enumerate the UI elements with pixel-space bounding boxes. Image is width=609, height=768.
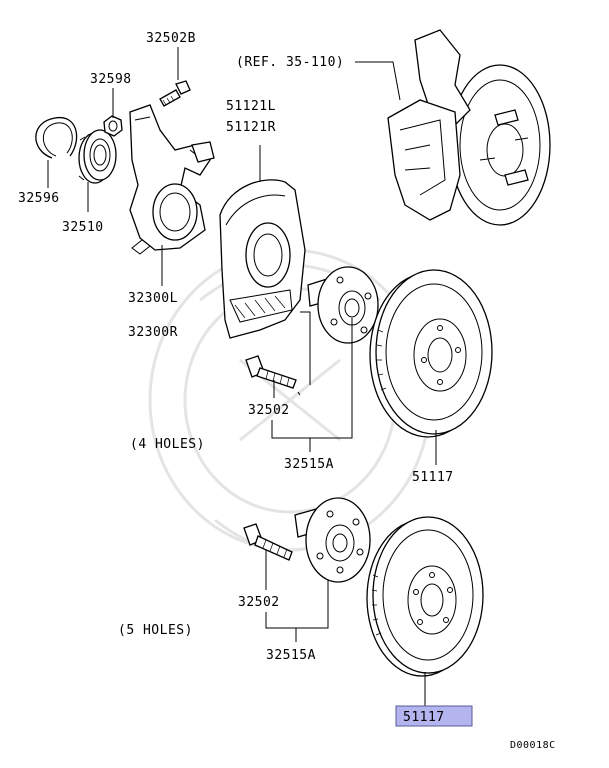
label-4-holes: (4 HOLES) [130, 437, 205, 452]
label-32598[interactable]: 32598 [90, 72, 132, 87]
brake-disc-icon[interactable] [366, 516, 484, 677]
label-32515a-top[interactable]: 32515A [284, 457, 334, 472]
label-32300r[interactable]: 32300R [128, 325, 178, 340]
label-51117-bottom-highlighted[interactable]: 51117 [403, 710, 445, 725]
brake-disc-icon[interactable] [369, 269, 493, 438]
bolt-icon[interactable] [159, 80, 191, 107]
label-5-holes: (5 HOLES) [118, 623, 193, 638]
nut-icon[interactable] [103, 115, 123, 137]
leader-lines [47, 47, 437, 706]
label-ref-35-110[interactable]: (REF. 35-110) [236, 55, 344, 70]
label-32515a-bottom[interactable]: 32515A [266, 648, 316, 663]
wheel-hub-icon[interactable] [294, 497, 371, 583]
label-32502b[interactable]: 32502B [146, 31, 196, 46]
hub-stud-icon[interactable] [243, 523, 293, 561]
dust-shield-icon[interactable] [219, 179, 306, 339]
label-32502-top[interactable]: 32502 [248, 403, 290, 418]
label-32596[interactable]: 32596 [18, 191, 60, 206]
hub-stud-icon[interactable] [245, 355, 297, 389]
label-32300l[interactable]: 32300L [128, 291, 178, 306]
label-51121r[interactable]: 51121R [226, 120, 276, 135]
label-32510[interactable]: 32510 [62, 220, 104, 235]
label-32502-bottom[interactable]: 32502 [238, 595, 280, 610]
label-51121l[interactable]: 51121L [226, 99, 276, 114]
snap-ring-icon[interactable] [35, 117, 78, 159]
brake-caliper-assembly-icon[interactable] [387, 29, 551, 226]
wheel-hub-icon[interactable] [307, 266, 379, 344]
wheel-bearing-icon[interactable] [78, 129, 117, 184]
label-51117-top[interactable]: 51117 [412, 470, 454, 485]
diagram-code: D00018C [510, 740, 556, 751]
steering-knuckle-icon[interactable] [129, 104, 215, 255]
highlight-box [395, 705, 473, 727]
